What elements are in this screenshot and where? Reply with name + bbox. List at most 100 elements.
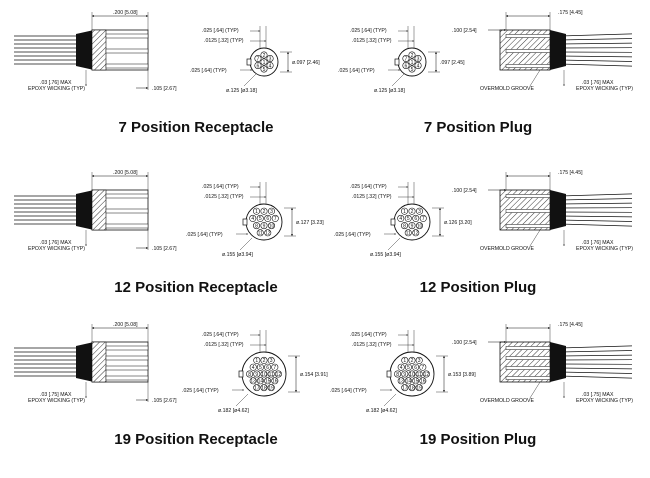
pin-circle [271, 377, 279, 385]
pin-circle [415, 370, 423, 378]
plug-title: 7 Position Plug [424, 119, 532, 136]
pin-circle [401, 370, 409, 378]
socket-contact [105, 208, 149, 214]
pin-circle [264, 229, 272, 237]
height-dimension: .097 [2.45] [440, 60, 465, 66]
pin-number: 17 [402, 385, 408, 391]
pin-circle [408, 370, 416, 378]
pin-circle [253, 222, 261, 230]
pin-circle [260, 65, 268, 73]
pin-circle [408, 58, 416, 66]
pin-offset-dimension: .0125 [.32] (TYP) [352, 194, 392, 200]
pin-number: 8 [396, 372, 399, 378]
epoxy-fill [76, 30, 94, 70]
pin-circle [253, 370, 261, 378]
pin-number: 9 [411, 223, 414, 229]
pin-number: 5 [259, 365, 262, 371]
pin-number: 4 [269, 63, 272, 69]
tip-dimension: .105 [2.67] [152, 246, 177, 252]
pin-dimension: .100 [2.54] [452, 340, 477, 346]
leader-line [529, 381, 541, 399]
pin-spacing-dimension: .025 [.64] (TYP) [350, 184, 387, 190]
plug-title: 12 Position Plug [420, 279, 537, 296]
length-dimension: .200 [5.08] [113, 322, 138, 328]
epoxy-max-label: .03 [.76] MAX [582, 80, 614, 86]
cable-line [559, 55, 633, 58]
key-notch [386, 370, 392, 378]
pin-circle [249, 377, 257, 385]
key-notch [390, 218, 396, 226]
pin-number: 5 [263, 67, 266, 73]
pin-number: 7 [405, 56, 408, 62]
pin-contact [505, 209, 551, 213]
epoxy-wicking-label: EPOXY WICKING (TYP) [576, 398, 633, 404]
pin-contact [505, 356, 551, 360]
epoxy-fill [76, 190, 94, 230]
pin-number: 16 [420, 379, 426, 385]
pin-circle [412, 363, 420, 371]
height-dimension: ø.126 [3.20] [444, 220, 472, 226]
pin-circle [267, 222, 275, 230]
pin-offset-dimension: .0125 [.32] (TYP) [352, 342, 392, 348]
pin-circle [260, 356, 268, 364]
cable-line [559, 375, 633, 379]
pin-number: 6 [414, 216, 417, 222]
pin-number: 9 [403, 372, 406, 378]
outer-diameter-dimension: ø.155 [ø3.94] [370, 252, 401, 258]
pin-offset-dimension: .0125 [.32] (TYP) [352, 38, 392, 44]
pin-circle [266, 54, 274, 62]
pin-number: 17 [254, 385, 260, 391]
pin-circle [412, 214, 420, 222]
key-notch [394, 58, 400, 66]
pin-circle [264, 214, 272, 222]
receptacle-side-view: .200 [5.08].105 [2.67].03 [.76] MAXEPOXY… [14, 170, 177, 252]
pin-contact [505, 64, 551, 68]
pin-number: 15 [265, 379, 271, 385]
pin-number: 2 [411, 209, 414, 215]
row-spacing-dimension: .025 [.64] (TYP) [182, 388, 219, 394]
tip-dimension: .105 [2.67] [152, 86, 177, 92]
pin-circle [394, 370, 402, 378]
row-spacing-dimension: .025 [.64] (TYP) [186, 232, 223, 238]
pin-circle [402, 61, 410, 69]
epoxy-wicking-label: EPOXY WICKING (TYP) [576, 246, 633, 252]
pin-number: 4 [252, 365, 255, 371]
pin-circle [266, 61, 274, 69]
outer-diameter-dimension: ø.125 [ø3.18] [374, 88, 405, 94]
pin-number: 3 [418, 209, 421, 215]
pin-number: 6 [266, 365, 269, 371]
pin-circle [256, 377, 264, 385]
pin-circle [415, 384, 423, 392]
plug-side-view: .175 [4.45].100 [2.54]OVERMOLD GROOVE.03… [452, 10, 633, 92]
pin-number: 11 [269, 372, 274, 378]
socket-contact [105, 375, 149, 381]
height-dimension: ø.127 [3.23] [296, 220, 324, 226]
pin-number: 2 [263, 358, 266, 364]
pin-number: 18 [409, 385, 415, 391]
height-dimension: ø.153 [3.89] [448, 372, 476, 378]
socket-contact [105, 223, 149, 229]
pin-number: 1 [403, 358, 406, 364]
pin-number: 11 [258, 231, 263, 237]
pin-number: 12 [265, 231, 271, 237]
pin-circle [267, 384, 275, 392]
pin-contact [505, 34, 551, 38]
pin-circle [260, 384, 268, 392]
pin-contact [505, 224, 551, 228]
pin-circle [246, 370, 254, 378]
leader-line [239, 237, 253, 251]
overmold-groove-label: OVERMOLD GROOVE [480, 246, 534, 252]
pin-circle [404, 363, 412, 371]
epoxy-wicking-label: EPOXY WICKING (TYP) [28, 246, 85, 252]
pin-circle [271, 214, 279, 222]
pin-circle [256, 214, 264, 222]
pin-number: 5 [407, 365, 410, 371]
pin-number: 16 [272, 379, 278, 385]
pin-circle [408, 207, 416, 215]
pin-number: 2 [411, 53, 414, 59]
pin-number: 12 [413, 231, 419, 237]
pin-circle [253, 384, 261, 392]
leader-line [383, 393, 397, 407]
